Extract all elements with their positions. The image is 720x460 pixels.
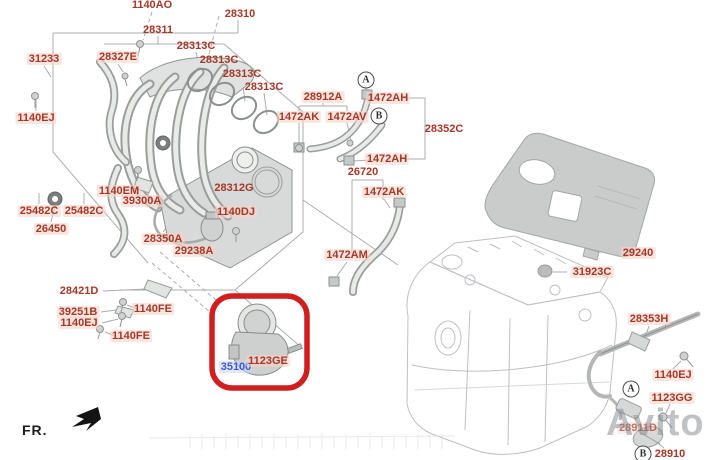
- gasket-rings: [186, 67, 280, 135]
- throttle-body-35100: [228, 303, 303, 376]
- hose-31233-26450: [47, 58, 130, 258]
- avito-watermark: Avito: [606, 402, 705, 444]
- sensor-28911-28910: [615, 398, 664, 448]
- highlighted-part-ring: [209, 293, 310, 391]
- hose-26720: [328, 197, 406, 296]
- engine-block-drawing: [406, 235, 617, 455]
- fr-direction-arrow-icon: [72, 407, 101, 431]
- port-ring-28312g: [251, 166, 283, 198]
- engine-cover-29240: [484, 132, 656, 278]
- engine-bottom-fade: [149, 433, 456, 449]
- hoses-28352c: [293, 89, 386, 166]
- fr-indicator-label: FR.: [22, 422, 48, 438]
